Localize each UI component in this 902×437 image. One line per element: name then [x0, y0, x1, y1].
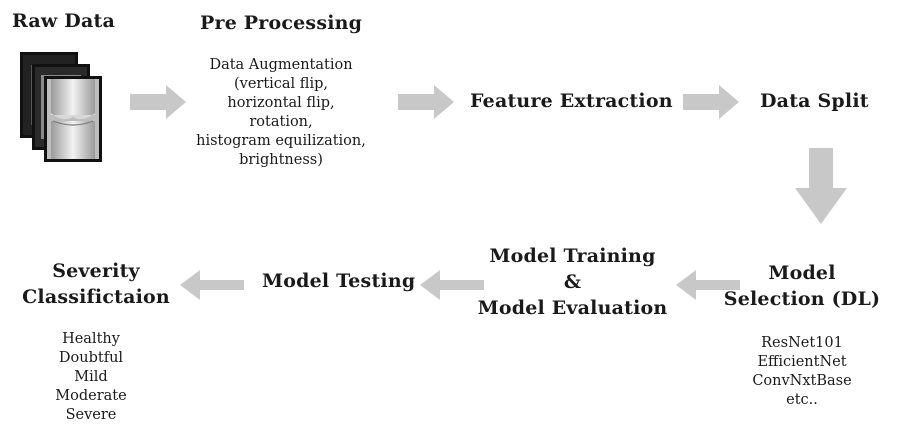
- pre-processing-title: Pre Processing: [200, 12, 363, 34]
- severity-title-line: Classifictaion: [22, 286, 170, 308]
- model-selection-title-line: Selection (DL): [723, 288, 881, 310]
- arrow-testing-to-severity: [180, 270, 244, 300]
- arrow-raw-to-preprocessing: [130, 85, 186, 119]
- pre-processing-detail: rotation,: [249, 114, 313, 130]
- xray-image-front: [44, 76, 102, 162]
- pre-processing-detail: horizontal flip,: [227, 95, 335, 111]
- model-training-title: Model Training & Model Evaluation: [470, 243, 675, 321]
- knee-xray-stack-icon: [20, 52, 115, 162]
- model-selection-title-line: Model: [768, 262, 836, 284]
- model-option: ResNet101: [761, 335, 843, 351]
- pre-processing-detail: (vertical flip,: [233, 76, 329, 92]
- model-training-title-line: &: [563, 271, 582, 293]
- model-testing-title: Model Testing: [262, 270, 416, 292]
- severity-class: Doubtful: [58, 350, 124, 366]
- arrow-preprocessing-to-feature-extraction: [398, 85, 454, 119]
- model-selection-title: Model Selection (DL): [712, 260, 892, 312]
- severity-class: Severe: [65, 407, 117, 423]
- feature-extraction-title: Feature Extraction: [470, 90, 673, 112]
- severity-title: Severity Classifictaion: [16, 258, 176, 310]
- severity-class: Healthy: [62, 331, 120, 347]
- severity-class: Mild: [74, 369, 108, 385]
- arrow-model-selection-to-training: [676, 270, 740, 300]
- raw-data-title: Raw Data: [12, 10, 115, 32]
- model-training-title-line: Model Evaluation: [477, 297, 668, 319]
- arrow-feature-extraction-to-data-split: [683, 85, 739, 119]
- arrow-training-to-testing: [420, 270, 484, 300]
- model-option: EfficientNet: [757, 354, 847, 370]
- severity-details: Healthy Doubtful Mild Moderate Severe: [36, 330, 146, 425]
- pre-processing-details: Data Augmentation (vertical flip, horizo…: [170, 56, 392, 170]
- model-option: etc..: [786, 392, 818, 408]
- model-training-title-line: Model Training: [489, 245, 656, 267]
- pre-processing-detail: brightness): [239, 152, 323, 168]
- severity-class: Moderate: [55, 388, 127, 404]
- pre-processing-detail: histogram equilization,: [196, 133, 366, 149]
- pre-processing-detail: Data Augmentation: [209, 57, 353, 73]
- model-selection-details: ResNet101 EfficientNet ConvNxtBase etc..: [742, 334, 862, 410]
- model-option: ConvNxtBase: [752, 373, 852, 389]
- severity-title-line: Severity: [52, 260, 140, 282]
- arrow-data-split-to-model-selection: [795, 148, 847, 224]
- data-split-title: Data Split: [760, 90, 869, 112]
